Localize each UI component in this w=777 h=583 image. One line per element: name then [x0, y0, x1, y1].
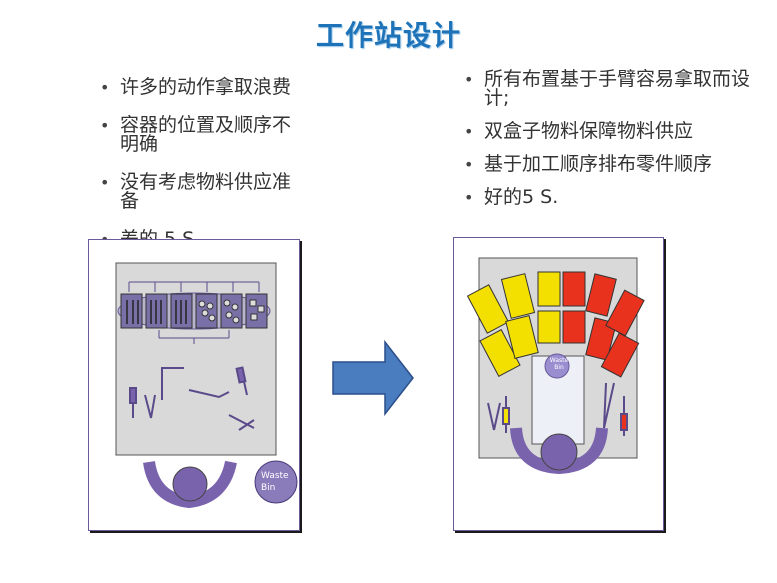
operator-icon: [143, 460, 237, 509]
parts-bins-row: [117, 292, 271, 330]
after-workstation-panel: Waste Bin: [453, 237, 664, 531]
right-bullet-list: 所有布置基于手臂容易拿取而设计; 双盒子物料保障物料供应 基于加工顺序排布零件顺…: [462, 70, 762, 221]
before-workstation-panel: Waste Bin: [88, 239, 300, 531]
list-item: 双盒子物料保障物料供应: [462, 122, 762, 142]
before-workstation-drawing: [115, 262, 298, 509]
list-item: 所有布置基于手臂容易拿取而设计;: [462, 70, 762, 108]
yellow-bins: [466, 271, 561, 377]
list-item: 好的5 S.: [462, 188, 762, 208]
waste-bin-label: Waste Bin: [261, 471, 289, 493]
operator-icon: [510, 427, 608, 475]
list-item: 基于加工顺序排布零件顺序: [462, 155, 762, 175]
list-item: 许多的动作拿取浪费: [98, 78, 308, 98]
red-bins: [562, 271, 645, 378]
tools-icon: [487, 382, 628, 436]
page-title: 工作站设计: [315, 19, 461, 52]
list-item: 没有考虑物料供应准备: [98, 173, 308, 211]
waste-bin-label: Waste Bin: [549, 357, 569, 371]
waste-bin-icon: [254, 460, 298, 504]
list-item: 容器的位置及顺序不明确: [98, 116, 308, 154]
arrow-right-icon: [332, 340, 414, 417]
bins-icon: [128, 281, 260, 344]
after-workstation-drawing: [466, 257, 645, 475]
waste-bin-icon: [544, 353, 570, 379]
tools-icon: [129, 366, 255, 431]
